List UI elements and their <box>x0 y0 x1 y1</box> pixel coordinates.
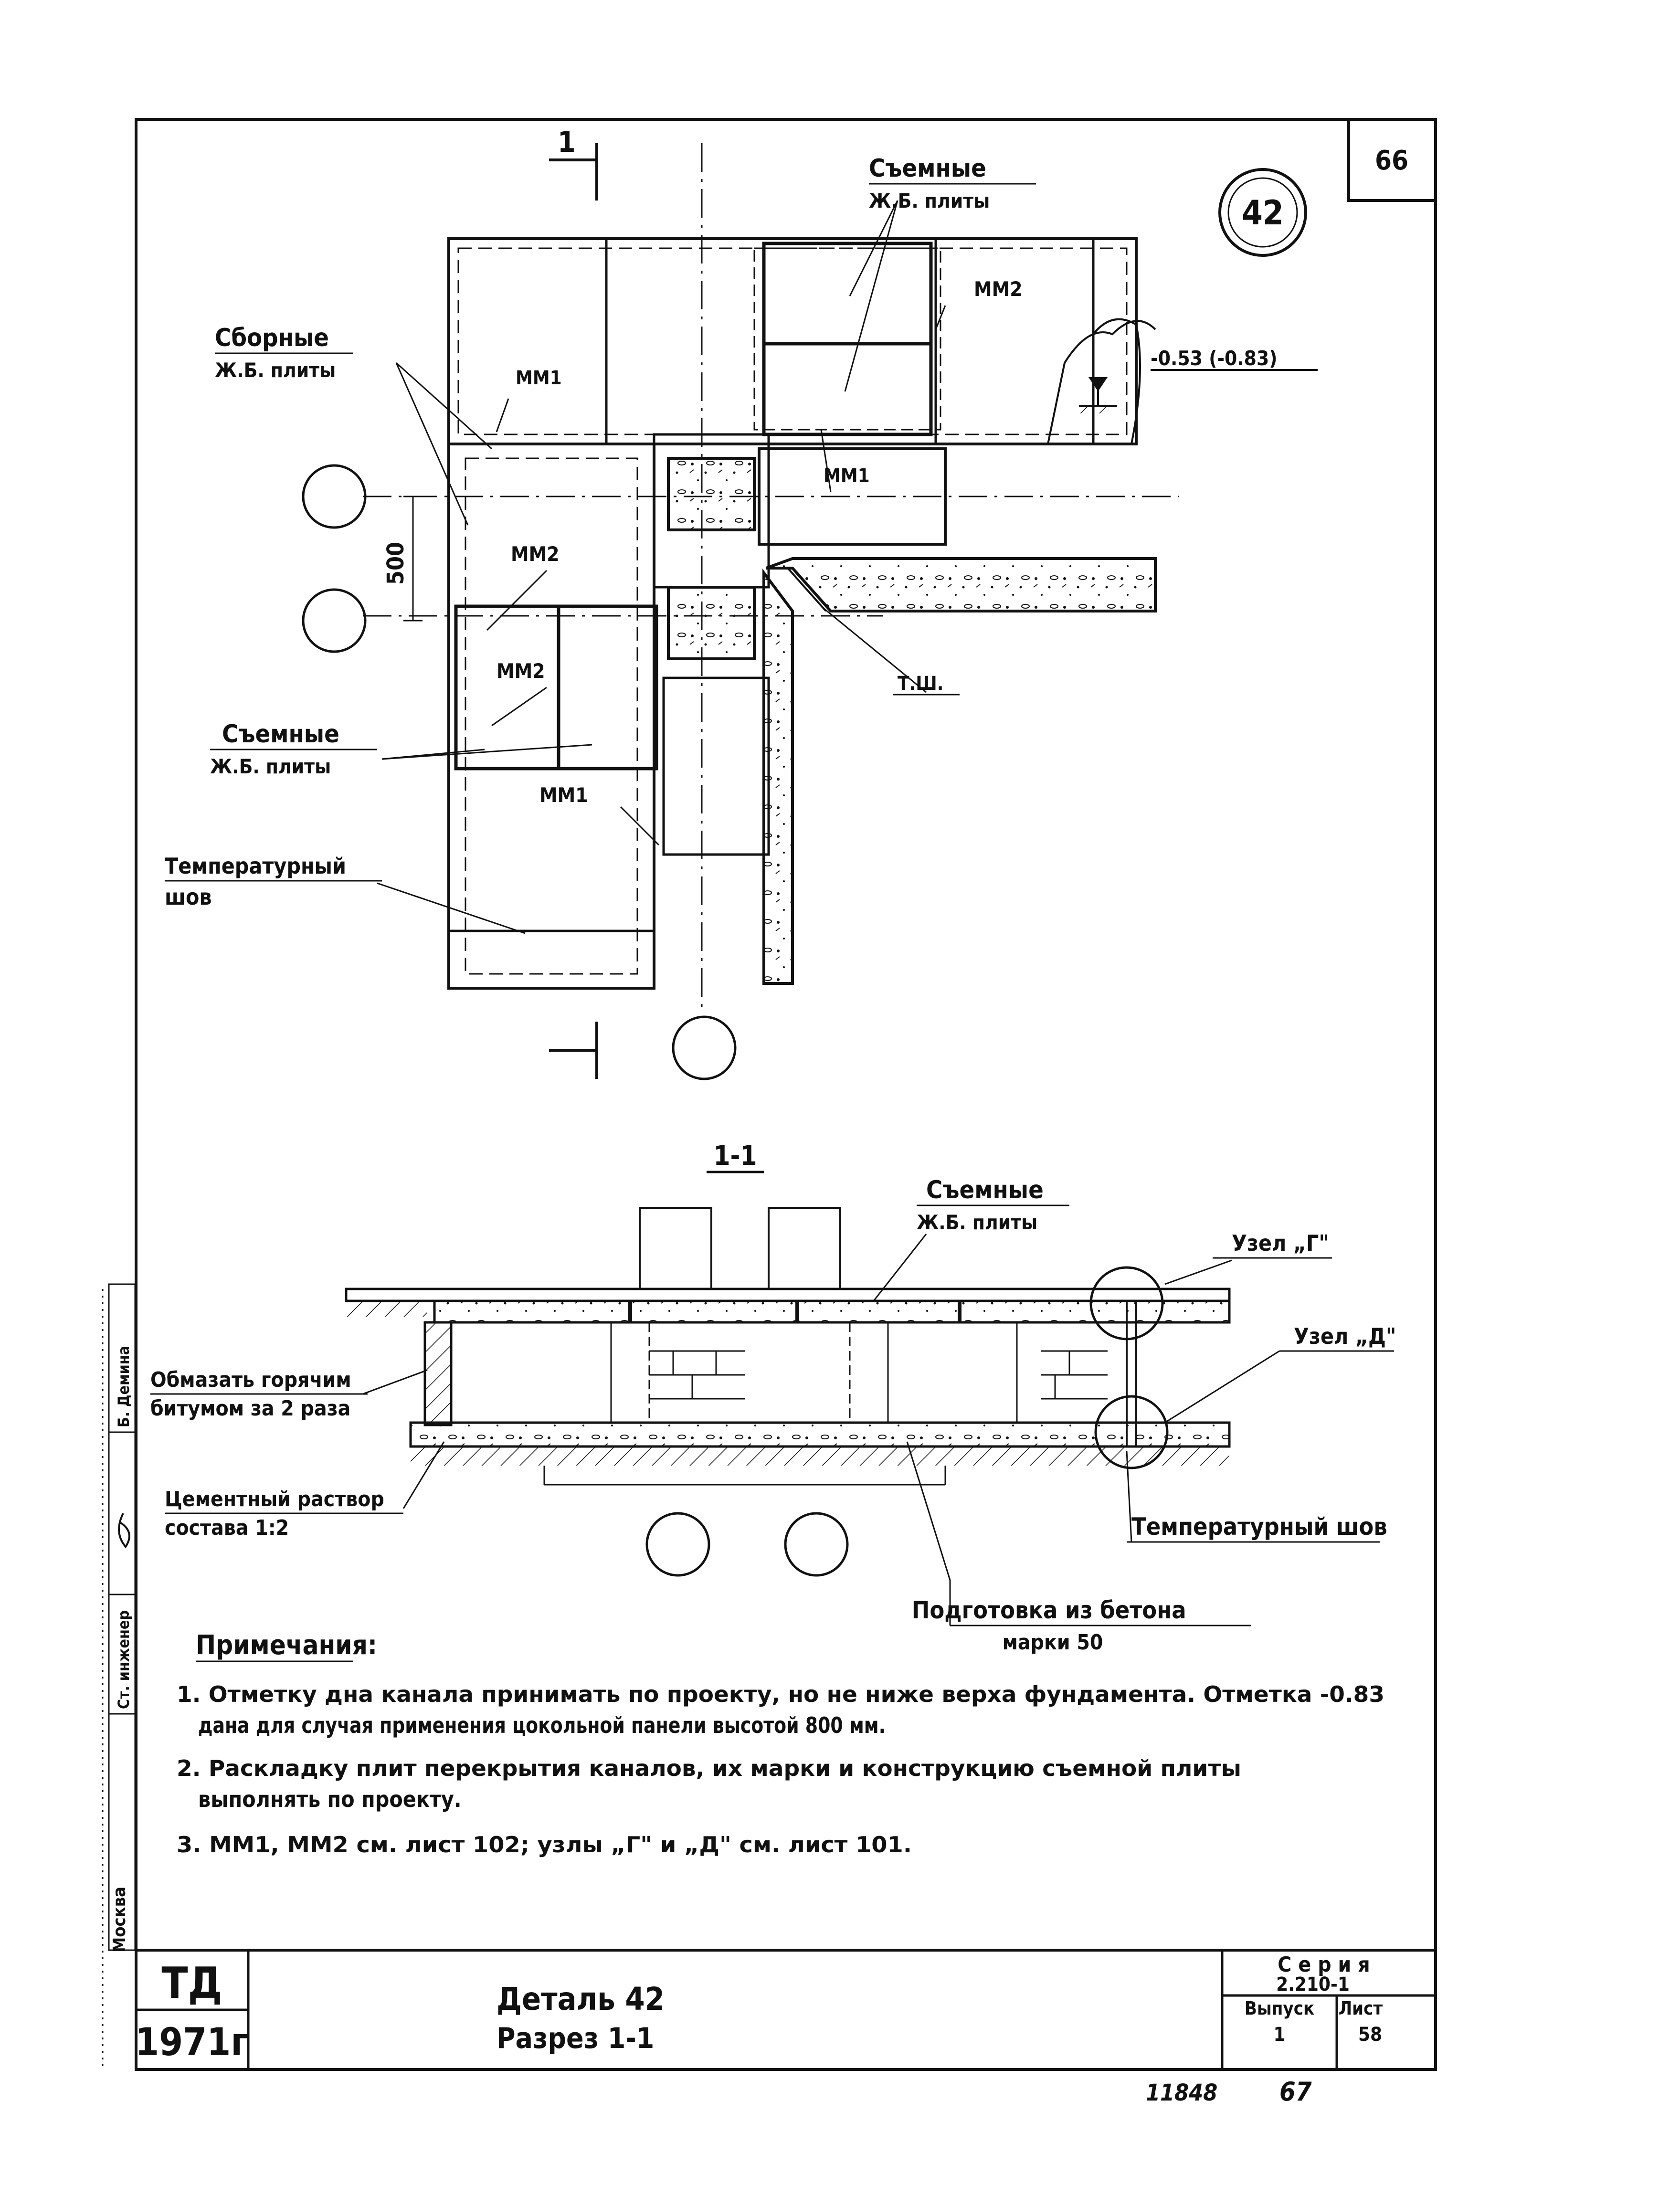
note-2b: выполнять по проекту. <box>198 1786 462 1812</box>
plan-mm1-b: ММ1 <box>824 465 870 487</box>
svg-text:42: 42 <box>1242 193 1284 232</box>
plan-leaders <box>377 200 946 934</box>
section-cement: Цементный раствор состава 1:2 <box>165 1487 391 1540</box>
plan-view: 1 500 <box>165 126 1318 1080</box>
title-block: ТД 1971г Деталь 42 Разрез 1-1 Серия 2.21… <box>135 1949 1437 2071</box>
note-2a: 2. Раскладку плит перекрытия каналов, их… <box>177 1755 1241 1781</box>
detail-circle: 42 <box>1218 168 1307 257</box>
plan-removable-plates-top: Съемные Ж.Б. плиты <box>869 154 994 212</box>
footer-number: 11848 <box>1146 2080 1217 2106</box>
title-line1: Деталь 42 <box>497 1981 665 2017</box>
side-stamp: Б. Демина Ст. инженер Москва <box>108 1283 136 1953</box>
elevation-label: -0.53 (-0.83) <box>1151 347 1278 370</box>
section-node-g: Узел „Г" <box>1232 1230 1329 1256</box>
plan-mm2-b: ММ2 <box>511 542 560 566</box>
section-concrete-prep: Подготовка из бетона марки 50 <box>912 1596 1194 1655</box>
axis-bubble <box>784 1512 849 1577</box>
plan-temperature-joint: Температурный шов <box>165 853 353 910</box>
plan-mm1-c: ММ1 <box>539 783 588 807</box>
section-temperature-joint: Температурный шов <box>1131 1513 1387 1541</box>
section-node-d: Узел „Д" <box>1294 1323 1396 1349</box>
section-title: 1-1 <box>713 1140 757 1172</box>
section-marker-bottom <box>549 1022 598 1079</box>
title-org: ТД <box>161 1958 222 2008</box>
sheet-number: 66 <box>1375 145 1408 176</box>
stamp-city: Москва <box>110 1887 129 1953</box>
axis-bubble <box>672 1015 737 1080</box>
elevation-marker: -0.53 (-0.83) <box>1079 347 1318 413</box>
issue-value: 1 <box>1273 2024 1285 2046</box>
node-d-circle <box>1094 1395 1169 1469</box>
sheet-label: Лист <box>1339 1998 1383 2019</box>
section-leaders <box>362 1234 1280 1581</box>
plan-mm2-c: ММ2 <box>497 659 545 683</box>
plan-mm2-a: ММ2 <box>974 277 1023 301</box>
axis-bubble <box>302 588 367 653</box>
series-label: Серия <box>1278 1953 1376 1977</box>
axis-bubble <box>302 464 367 529</box>
plan-mm1-a: ММ1 <box>516 367 562 389</box>
plan-precast-plates: Сборные Ж.Б. плиты <box>215 324 337 382</box>
note-3: 3. ММ1, ММ2 см. лист 102; узлы „Г" и „Д"… <box>177 1832 912 1858</box>
title-year: 1971г <box>135 2020 249 2064</box>
issue-label: Выпуск <box>1245 1998 1314 2019</box>
plan-removable-plates-left: Съемные Ж.Б. плиты <box>210 720 347 778</box>
section-view: 1-1 <box>150 1140 1396 1655</box>
note-1b: дана для случая применения цокольной пан… <box>198 1712 886 1738</box>
dimension-500: 500 <box>382 542 409 585</box>
stamp-signature <box>118 1513 130 1549</box>
stamp-role: Ст. инженер <box>115 1610 133 1709</box>
footer-page: 67 <box>1279 2077 1312 2107</box>
note-1a: 1. Отметку дна канала принимать по проек… <box>177 1681 1384 1707</box>
sheet-value: 58 <box>1358 2024 1382 2046</box>
axis-bubble <box>645 1512 710 1577</box>
series-value: 2.210-1 <box>1276 1974 1350 1995</box>
section-bitumen: Обмазать горячим битумом за 2 раза <box>150 1368 358 1421</box>
stamp-name: Б. Демина <box>115 1346 133 1427</box>
plan-joint-tag: Т.Ш. <box>898 673 943 695</box>
section-removable-plates: Съемные Ж.Б. плиты <box>917 1176 1051 1234</box>
notes-heading: Примечания: <box>196 1630 377 1661</box>
title-line2: Разрез 1-1 <box>497 2022 654 2055</box>
section-marker-label: 1 <box>558 126 576 159</box>
section-marker-top: 1 <box>549 126 598 201</box>
node-g-circle <box>1089 1266 1164 1341</box>
notes: Примечания: 1. Отметку дна канала приним… <box>177 1630 1384 1858</box>
